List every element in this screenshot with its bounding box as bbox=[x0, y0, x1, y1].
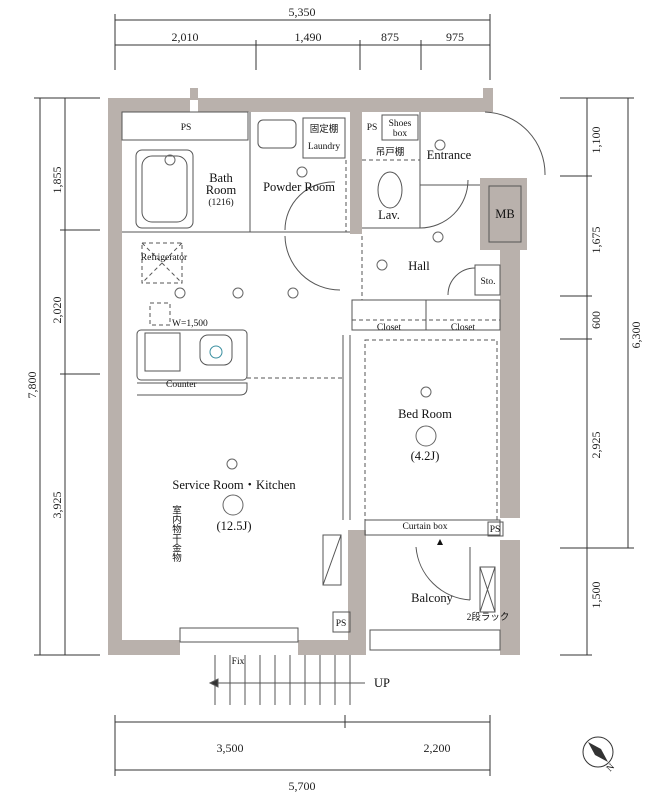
compass-icon: N bbox=[582, 736, 617, 774]
label-balcony: Balcony bbox=[411, 591, 453, 605]
label-laundry: Laundry bbox=[308, 142, 340, 152]
dim-left-total: 7,800 bbox=[25, 372, 39, 399]
label-refrigerator: Refrigerator bbox=[141, 252, 188, 263]
dim-top-4: 975 bbox=[446, 30, 464, 44]
label-shoes-box-2: box bbox=[393, 129, 408, 139]
label-bedroom: Bed Room bbox=[398, 407, 452, 421]
dim-top-total: 5,350 bbox=[289, 5, 316, 19]
label-ps-balcony: PS bbox=[490, 525, 501, 535]
dim-left-3: 3,925 bbox=[50, 492, 64, 519]
entry-stairs bbox=[208, 655, 365, 705]
right-dimensions bbox=[560, 97, 634, 656]
dim-left-2: 2,020 bbox=[50, 297, 64, 324]
dim-right-1: 1,100 bbox=[589, 127, 603, 154]
bottom-dimensions bbox=[114, 715, 491, 776]
dim-right-5: 1,500 bbox=[589, 582, 603, 609]
label-counter: Counter bbox=[166, 380, 197, 390]
ceiling-lights bbox=[164, 139, 446, 516]
left-dimensions bbox=[34, 97, 100, 656]
label-bath-1: Bath bbox=[209, 171, 233, 185]
label-hanging-cabinet: 吊戸棚 bbox=[376, 146, 405, 158]
label-service-room-kitchen: Service Room・Kitchen bbox=[172, 478, 296, 492]
label-bedroom-size: (4.2J) bbox=[411, 449, 440, 463]
label-closet-1: Closet bbox=[377, 323, 402, 333]
compass-north-label: N bbox=[605, 762, 617, 774]
label-counter-width: W=1,500 bbox=[172, 319, 208, 329]
label-ps-bottom: PS bbox=[336, 619, 347, 629]
dim-right-3: 600 bbox=[589, 311, 603, 329]
label-entrance: Entrance bbox=[427, 148, 472, 162]
label-rack: 2段ラック bbox=[467, 611, 510, 623]
room-lines bbox=[121, 111, 546, 651]
dim-right-total: 6,300 bbox=[629, 322, 643, 349]
label-hall: Hall bbox=[408, 259, 430, 273]
dim-right-4: 2,925 bbox=[589, 432, 603, 459]
dim-top-2: 1,490 bbox=[295, 30, 322, 44]
label-service-room-size: (12.5J) bbox=[216, 519, 251, 533]
label-bath-3: (1216) bbox=[208, 197, 233, 208]
label-storage: Sto. bbox=[480, 277, 495, 287]
dim-bottom-total: 5,700 bbox=[289, 779, 316, 793]
top-dimensions bbox=[114, 14, 491, 80]
dim-right-2: 1,675 bbox=[589, 227, 603, 254]
dim-bottom-1: 3,500 bbox=[217, 741, 244, 755]
label-closet-2: Closet bbox=[451, 323, 476, 333]
label-shoes-box-1: Shoes bbox=[389, 119, 412, 129]
dim-top-3: 875 bbox=[381, 30, 399, 44]
label-lav: Lav. bbox=[378, 208, 400, 222]
label-ps-lav: PS bbox=[367, 123, 378, 133]
label-fix: Fix bbox=[232, 657, 245, 667]
label-curtain-box: Curtain box bbox=[402, 522, 447, 532]
label-powder-room: Powder Room bbox=[263, 180, 335, 194]
dim-top-1: 2,010 bbox=[172, 30, 199, 44]
dim-bottom-2: 2,200 bbox=[424, 741, 451, 755]
label-fixed-shelf: 固定棚 bbox=[310, 123, 339, 135]
walls bbox=[108, 88, 527, 655]
label-ps-top: PS bbox=[181, 123, 192, 133]
dim-left-1: 1,855 bbox=[50, 167, 64, 194]
label-drying-hardware: 室内物干金物 bbox=[170, 504, 182, 563]
label-up: UP bbox=[374, 676, 390, 690]
label-mb: MB bbox=[495, 207, 514, 221]
label-bath-2: Room bbox=[206, 183, 237, 197]
